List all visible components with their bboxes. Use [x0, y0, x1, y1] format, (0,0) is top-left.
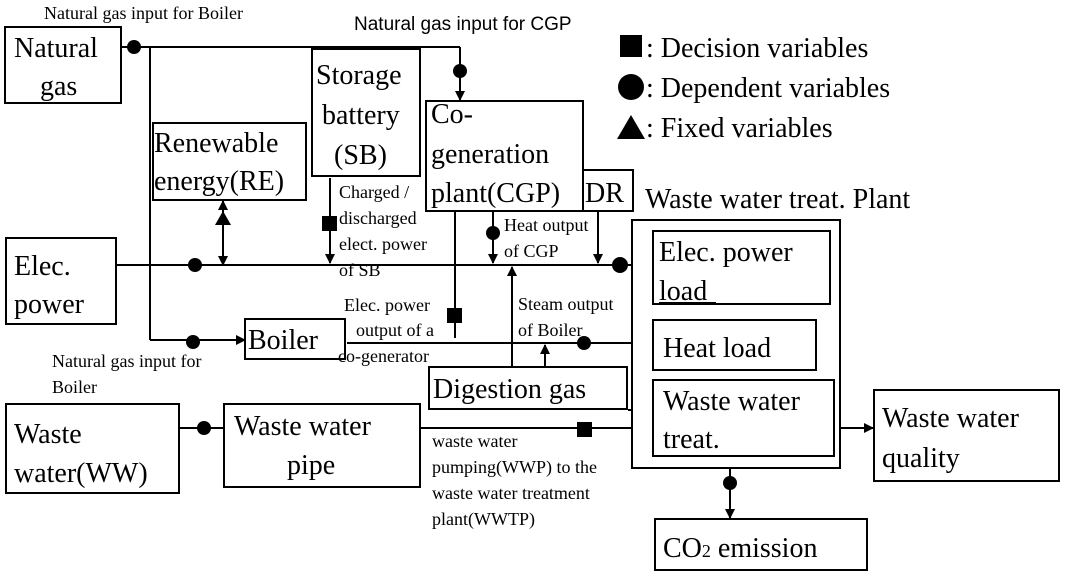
dr-box [582, 169, 634, 212]
co2-prefix: CO [663, 533, 702, 564]
dr-label: DR [585, 178, 624, 209]
ww-quality-label-2: quality [882, 443, 960, 474]
re-label-1: Renewable [154, 128, 278, 159]
elec-dependent-marker [188, 258, 202, 272]
ng-boiler-bottom-dependent-marker [186, 335, 200, 349]
ng-boiler-top-label: Natural gas input for Boiler [44, 3, 243, 23]
connectors [117, 46, 874, 519]
heat-cgp-label-1: Heat output [504, 215, 588, 235]
charged-label-3: elect. power [339, 234, 427, 254]
ww-treat-label-1: Waste water [663, 386, 801, 417]
ng-boiler-bottom-label-2: Boiler [52, 377, 97, 397]
digestion-gas-box [428, 366, 628, 410]
legend-square-icon [620, 35, 642, 57]
ng-cgp-dependent-marker [453, 64, 467, 78]
cgp-box [425, 100, 584, 212]
heat-load-box [652, 319, 817, 371]
elec-cogen-label-3: co-generator [338, 346, 429, 366]
re-label-2: energy(RE) [154, 166, 284, 197]
ww-pipe-label-2: pipe [287, 450, 335, 481]
sb-label-1: Storage [316, 60, 402, 91]
steam-boiler-label-2: of Boiler [518, 320, 583, 340]
elec-load-box [652, 230, 831, 305]
natural-gas-label-1: Natural [14, 33, 98, 64]
elec-power-label-1: Elec. [14, 251, 71, 282]
wwtp-title: Waste water treat. Plant [645, 184, 910, 215]
waste-water-box [5, 403, 180, 494]
boiler-box [244, 318, 346, 360]
elec-load-dependent-marker [612, 257, 628, 273]
digestion-gas-label: Digestion gas [433, 374, 586, 405]
charged-label-1: Charged / [339, 182, 409, 202]
co2-box [654, 518, 868, 571]
legend-triangle-icon [617, 115, 645, 139]
cgp-label-2: generation [431, 139, 549, 170]
co2-dependent-marker [723, 476, 737, 490]
boiler-label: Boiler [248, 325, 319, 356]
heat-dependent-marker [577, 336, 591, 350]
elec-power-box [5, 237, 117, 325]
wwp-decision-marker [577, 422, 592, 437]
ww-treat-box [652, 379, 835, 457]
steam-boiler-label-1: Steam output [518, 294, 614, 314]
cgp-elec-decision-marker [447, 308, 462, 323]
ww-quality-label-1: Waste water [882, 403, 1020, 434]
elec-power-label-2: power [14, 289, 85, 320]
legend: : Decision variables : Dependent variabl… [617, 33, 890, 144]
charged-label-4: of SB [339, 260, 381, 280]
ng-cgp-label: Natural gas input for CGP [354, 14, 572, 35]
heat-cgp-label-2: of CGP [504, 241, 559, 261]
natural-gas-box [4, 26, 122, 104]
ww-dependent-marker [197, 421, 211, 435]
ng-boiler-dependent-marker [127, 40, 141, 54]
elec-cogen-label-1: Elec. power [344, 295, 430, 315]
ww-pipe-box [223, 403, 421, 488]
cgp-label-3: plant(CGP) [431, 178, 560, 209]
co2-suffix: emission [711, 533, 818, 564]
legend-decision-label: : Decision variables [646, 33, 868, 64]
waste-water-label-1: Waste [14, 419, 82, 450]
re-fixed-marker [215, 211, 231, 225]
ww-pipe-label-1: Waste water [234, 411, 372, 442]
wwp-label-1: waste water [432, 431, 517, 451]
sb-decision-marker [322, 216, 337, 231]
waste-water-label-2: water(WW) [14, 458, 148, 489]
sb-label-3: (SB) [334, 140, 387, 171]
heat-load-label: Heat load [663, 333, 771, 364]
ng-boiler-bottom-label-1: Natural gas input for [52, 351, 201, 371]
co2-subscript: 2 [702, 541, 711, 561]
wwp-label-2: pumping(WWP) to the [432, 457, 597, 478]
elec-load-label-2: load [659, 276, 707, 307]
legend-dependent-label: : Dependent variables [646, 73, 890, 104]
charged-label-2: discharged [339, 208, 417, 228]
cgp-label-1: Co- [431, 99, 473, 130]
wwp-label-4: plant(WWTP) [432, 509, 535, 530]
legend-circle-icon [618, 74, 644, 100]
sb-label-2: battery [322, 100, 400, 131]
wwp-label-3: waste water treatment [432, 483, 590, 503]
ww-quality-box [873, 389, 1060, 482]
storage-battery-box [311, 48, 421, 177]
natural-gas-label-2: gas [40, 71, 77, 102]
legend-fixed-label: : Fixed variables [646, 113, 833, 144]
ww-treat-label-2: treat. [663, 424, 720, 455]
cgp-heat-dependent-marker [486, 226, 500, 240]
co2-label: CO2 emission [663, 533, 817, 564]
renewable-box [152, 122, 307, 201]
elec-load-label-1: Elec. power [659, 237, 793, 268]
elec-cogen-label-2: output of a [356, 320, 434, 340]
